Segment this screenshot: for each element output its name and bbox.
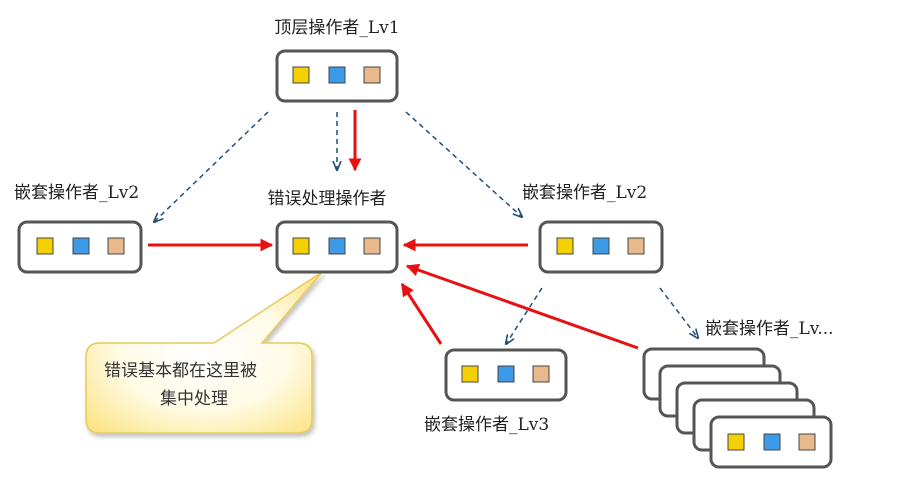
node-left-lv2: 嵌套操作者_Lv2 bbox=[14, 183, 143, 274]
node-lv3: 嵌套操作者_Lv3 bbox=[424, 348, 568, 435]
error-arrow-stack bbox=[405, 263, 639, 350]
node-stack-label: 嵌套操作者_Lv... bbox=[705, 319, 834, 339]
node-lv3-label: 嵌套操作者_Lv3 bbox=[424, 415, 549, 435]
node-center-label: 错误处理操作者 bbox=[268, 189, 387, 209]
callout-bubble: 错误基本都在这里被 集中处理 bbox=[85, 271, 323, 434]
call-arrows bbox=[154, 111, 698, 344]
node-top-lv1: 顶层操作者_Lv1 bbox=[274, 18, 400, 103]
error-arrows bbox=[148, 110, 639, 350]
node-left-label: 嵌套操作者_Lv2 bbox=[14, 183, 139, 203]
arrow-right-to-lv3 bbox=[506, 287, 543, 344]
node-stack-lvn: 嵌套操作者_Lv... bbox=[642, 319, 834, 469]
callout-line-1: 错误基本都在这里被 bbox=[104, 361, 257, 381]
arrow-right-to-stack bbox=[659, 287, 698, 338]
node-right-lv2: 嵌套操作者_Lv2 bbox=[522, 183, 664, 274]
node-error-handler: 错误处理操作者 bbox=[268, 189, 399, 274]
error-arrow-lv3 bbox=[400, 282, 443, 345]
callout-line-2: 集中处理 bbox=[160, 389, 228, 409]
node-right-label: 嵌套操作者_Lv2 bbox=[522, 183, 647, 203]
node-top-label: 顶层操作者_Lv1 bbox=[274, 18, 399, 38]
arrow-top-to-right bbox=[405, 111, 522, 217]
arrow-top-to-left bbox=[154, 111, 269, 222]
